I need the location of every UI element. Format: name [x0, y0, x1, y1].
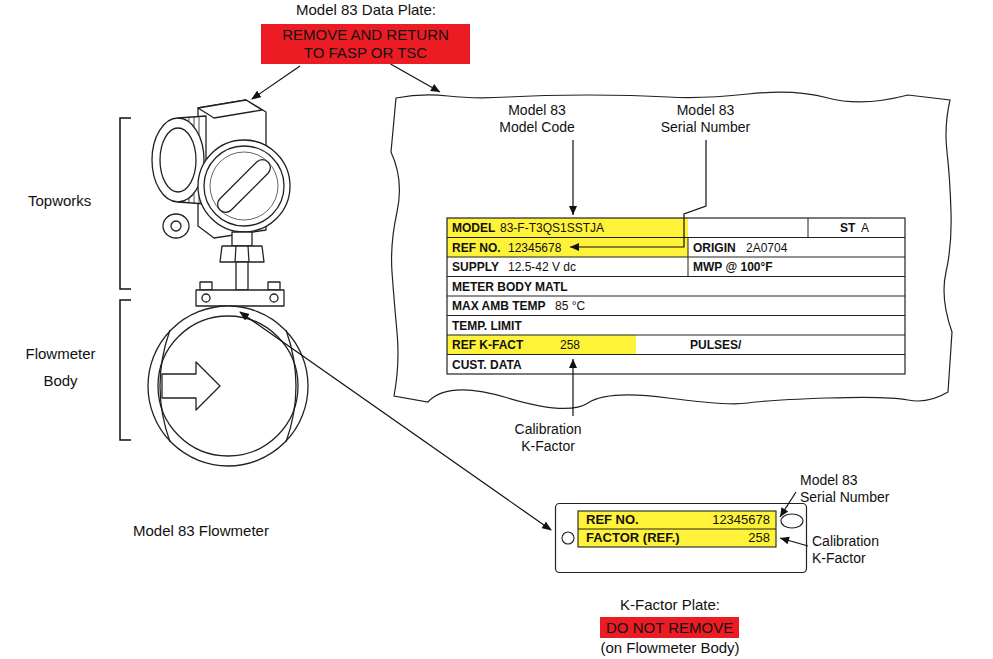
- plate-field: TEMP. LIMIT: [452, 319, 522, 333]
- callout-label: (on Flowmeter Body): [580, 639, 760, 656]
- plate-field: 12.5-42 V dc: [508, 260, 576, 274]
- callout-label: Model 83 Serial Number: [659, 102, 752, 136]
- plate-field: CUST. DATA: [452, 358, 522, 372]
- warning-text: DO NOT REMOVE: [606, 618, 733, 637]
- callout-label: K-Factor Plate:: [590, 596, 750, 614]
- plate-field: 12345678: [690, 512, 770, 528]
- callout-label: Flowmeter Body: [18, 340, 103, 394]
- callout-label: Model 83 Serial Number: [800, 472, 893, 506]
- callout-label: Model 83 Model Code: [492, 102, 582, 136]
- plate-field: MAX AMB TEMP: [452, 299, 546, 313]
- callout-label: Model 83 Data Plate:: [266, 1, 466, 19]
- plate-field: MWP @ 100°F: [693, 260, 773, 274]
- plate-field: A: [861, 221, 869, 235]
- plate-field: 258: [560, 338, 580, 352]
- plate-field: 83-F-T3QS1SSTJA: [500, 221, 604, 235]
- plate-field: ORIGIN: [693, 241, 736, 255]
- callout-label: Calibration K-Factor: [812, 533, 892, 567]
- callout-label: Calibration K-Factor: [508, 421, 588, 455]
- plate-field: REF K-FACT: [452, 338, 523, 352]
- plate-field: FACTOR (REF.): [586, 530, 680, 546]
- warning-box: DO NOT REMOVE: [600, 617, 739, 638]
- plate-field: SUPPLY: [452, 260, 499, 274]
- plate-field: PULSES/: [690, 338, 741, 352]
- warning-box: REMOVE AND RETURN TO FASP OR TSC: [261, 24, 470, 64]
- k-factor-plate: REF NO. 12345678FACTOR (REF.) 258: [555, 503, 807, 573]
- plate-field: 12345678: [508, 241, 561, 255]
- plate-field: REF NO.: [586, 512, 639, 528]
- leader-arrow: [391, 64, 440, 92]
- callout-label: Topworks: [28, 192, 113, 210]
- plate-field: REF NO.: [452, 241, 501, 255]
- data-plate: MODEL 83-F-T3QS1SSTJA ST A REF NO. 12345678 OR…: [388, 92, 956, 412]
- plate-field: ST: [840, 221, 855, 235]
- plate-field: 258: [690, 530, 770, 546]
- warning-text: REMOVE AND RETURN TO FASP OR TSC: [281, 26, 450, 62]
- plate-field: MODEL: [452, 221, 495, 235]
- plate-field: 85 °C: [555, 299, 585, 313]
- plate-field: METER BODY MATL: [452, 280, 568, 294]
- callout-label: Model 83 Flowmeter: [133, 522, 303, 540]
- plate-field: 2A0704: [746, 241, 787, 255]
